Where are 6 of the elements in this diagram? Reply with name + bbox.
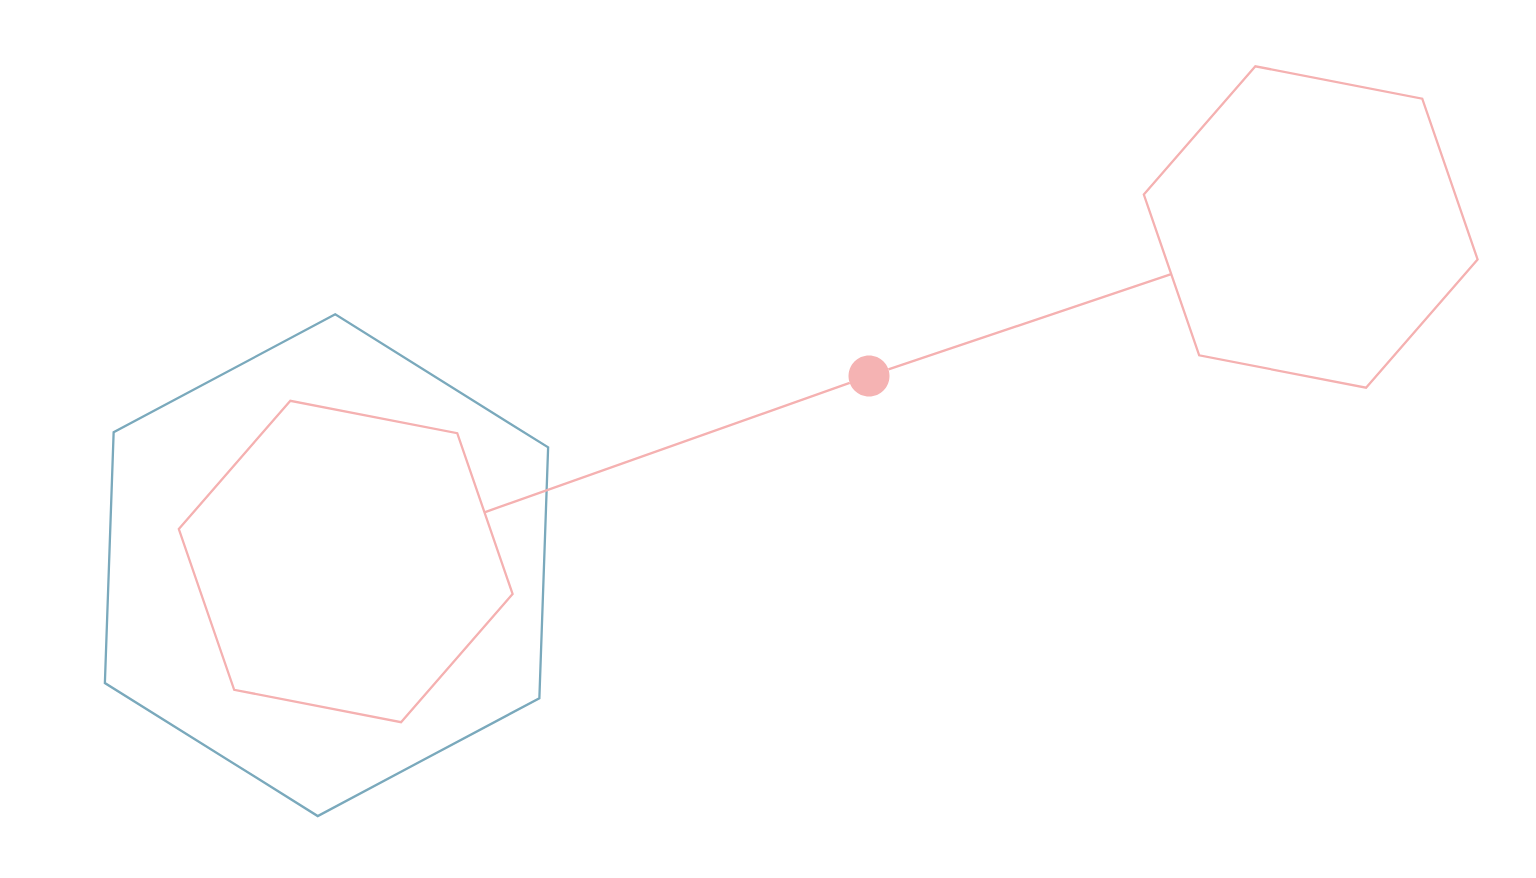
connector-line bbox=[484, 381, 851, 514]
connector-line bbox=[888, 272, 1172, 371]
dot bbox=[848, 355, 890, 397]
hexagon bbox=[103, 313, 550, 818]
hexagon bbox=[1142, 65, 1479, 389]
hexagon bbox=[177, 399, 514, 724]
